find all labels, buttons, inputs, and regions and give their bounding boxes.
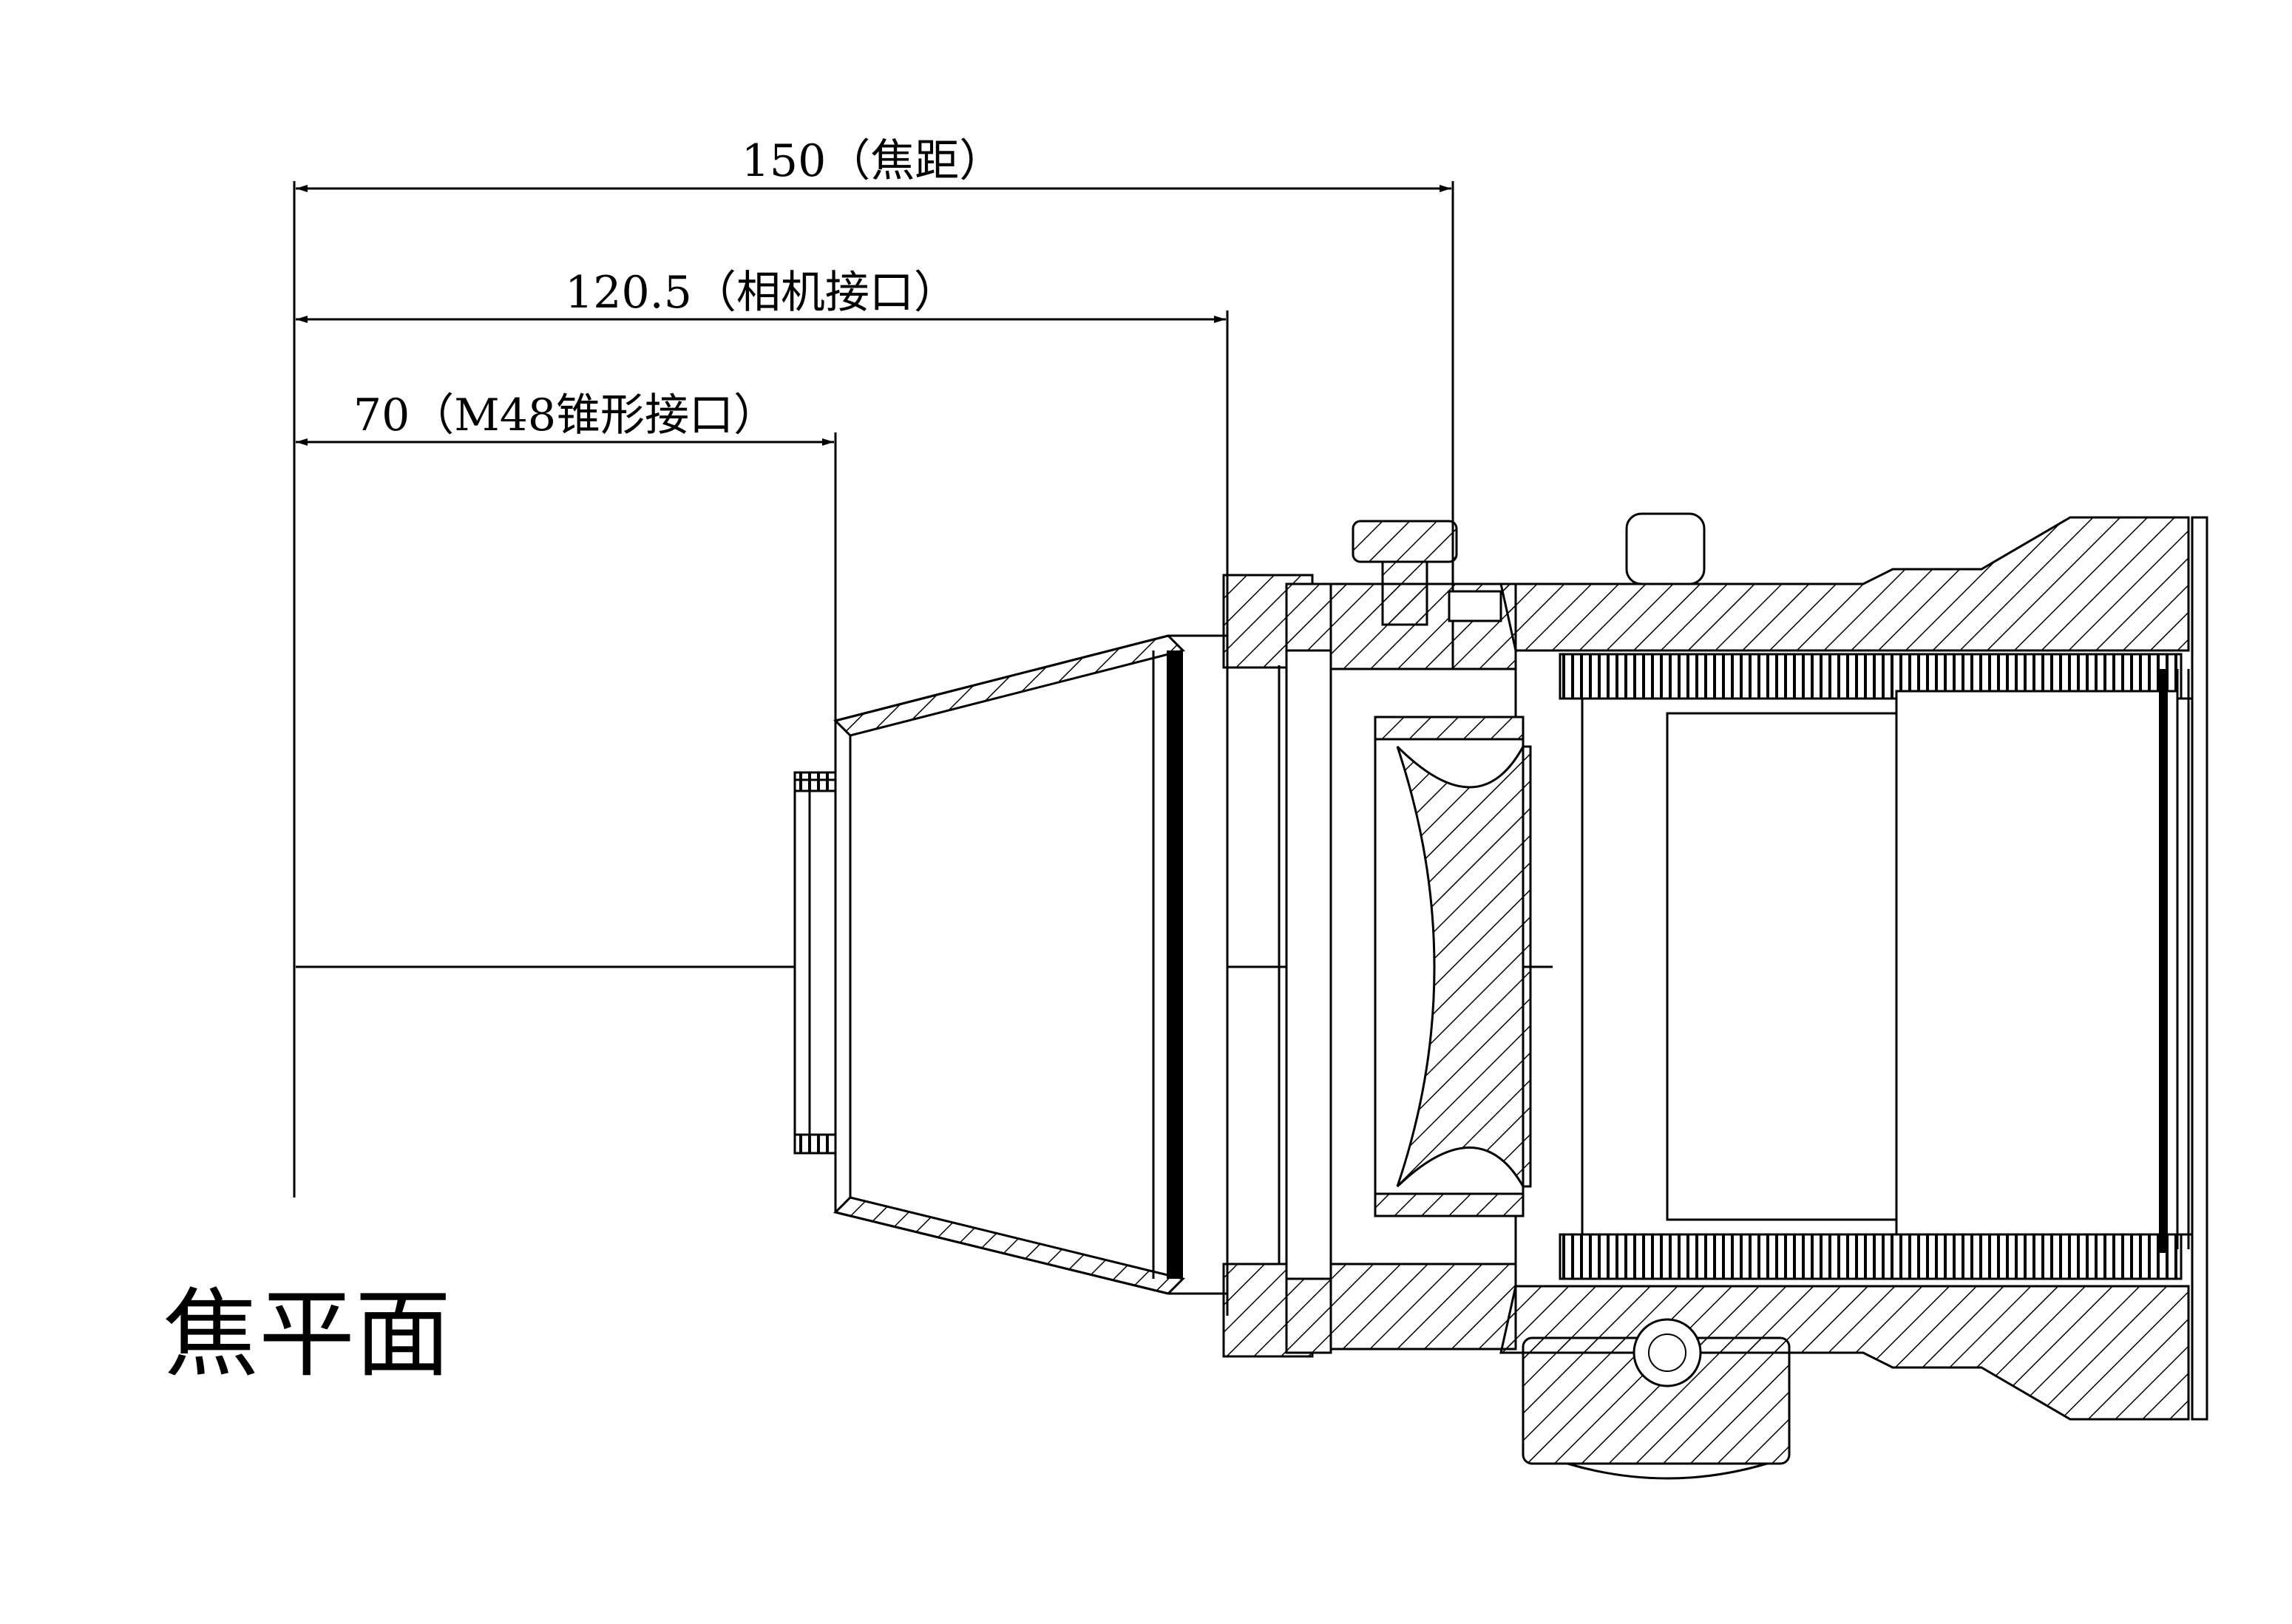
- focus-knob-top: [1625, 512, 1706, 585]
- dimension-label-focal-length: 150（焦距）: [742, 135, 1004, 187]
- focus-knob-bottom: [1522, 1318, 1791, 1480]
- retaining-ring: [1167, 650, 1183, 1279]
- focal-plane-label: 焦平面: [163, 1278, 451, 1390]
- camera-interface-flange: [1222, 574, 1332, 1358]
- rear-retaining-ring: [2159, 669, 2168, 1253]
- dimension-label-m48-interface: 70（M48锥形接口）: [353, 390, 778, 441]
- inner-draw-tube: [1581, 516, 2208, 1421]
- clamp-screw: [1352, 520, 1502, 626]
- dimension-label-camera-interface: 120.5（相机接口）: [565, 267, 958, 319]
- lens-element: [1396, 745, 1532, 1188]
- conical-body: [833, 634, 1229, 1295]
